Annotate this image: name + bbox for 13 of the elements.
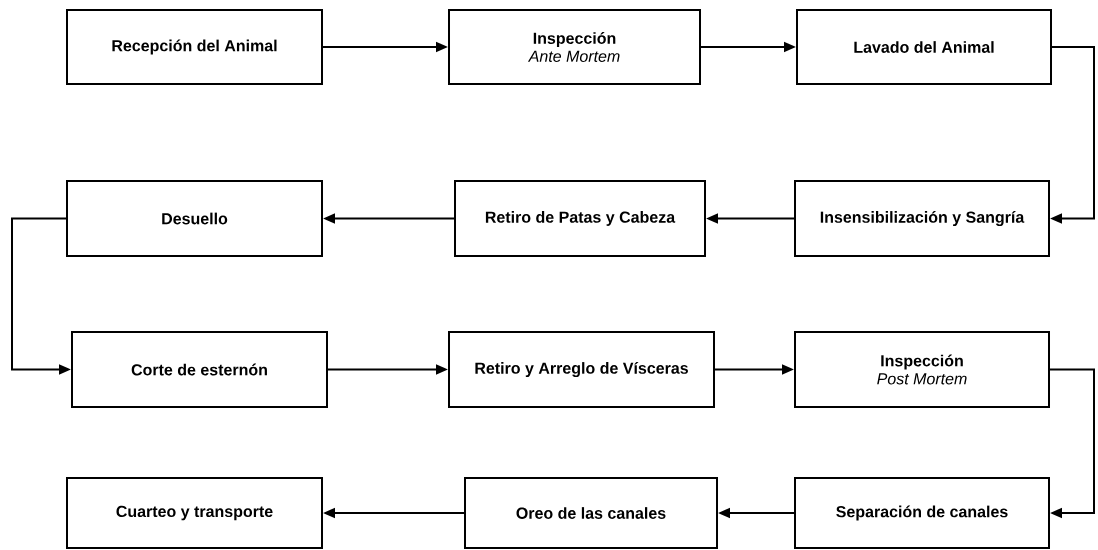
process-box: Insensibilización y Sangría bbox=[794, 180, 1050, 257]
process-box: Retiro y Arreglo de Vísceras bbox=[448, 331, 715, 408]
process-box: Corte de esternón bbox=[71, 331, 328, 408]
process-box: Inspección Post Mortem bbox=[794, 331, 1050, 408]
arrow bbox=[1049, 368, 1095, 519]
process-box: Separación de canales bbox=[794, 477, 1050, 549]
process-box: Desuello bbox=[66, 180, 323, 257]
process-box: Retiro de Patas y Cabeza bbox=[454, 180, 706, 257]
process-box: Inspección Ante Mortem bbox=[448, 9, 701, 85]
process-box: Recepción del Animal bbox=[66, 9, 323, 85]
process-box: Oreo de las canales bbox=[464, 477, 718, 549]
process-box: Lavado del Animal bbox=[796, 9, 1052, 85]
process-box: Cuarteo y transporte bbox=[66, 477, 323, 549]
